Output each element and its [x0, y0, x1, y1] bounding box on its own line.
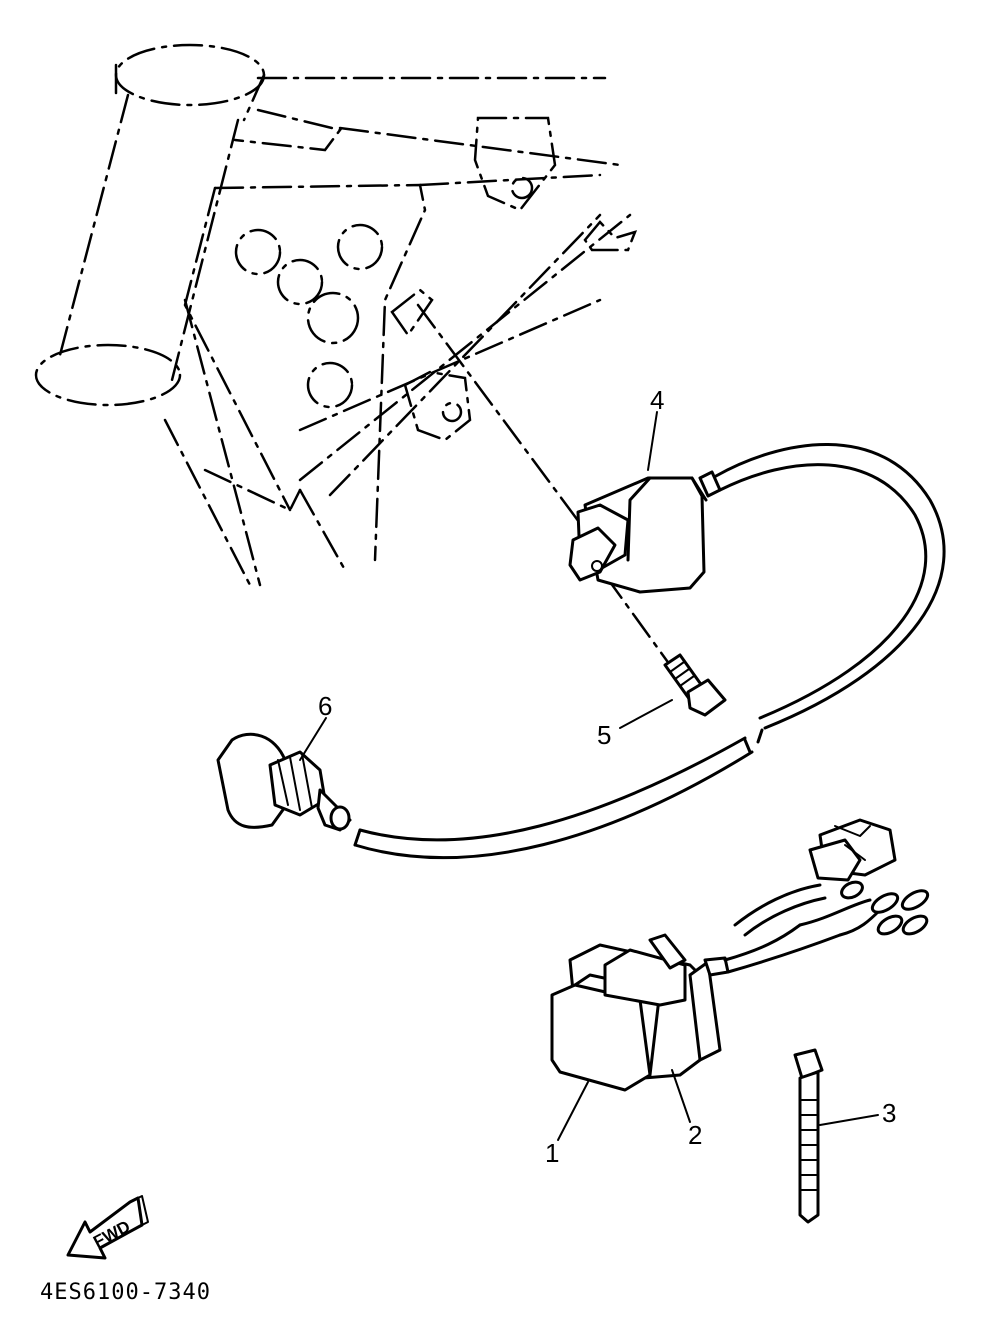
cable-tie [793, 1048, 824, 1224]
mount-leader-line [416, 303, 587, 532]
callout-2: 2 [688, 1120, 703, 1150]
frame-outline [34, 43, 638, 587]
callout-1: 1 [545, 1138, 560, 1168]
callout-6: 6 [318, 691, 333, 721]
high-tension-lead [353, 443, 946, 860]
fwd-arrow-icon: FWD [66, 1195, 149, 1260]
cdi-unit [550, 818, 930, 1092]
callout-3: 3 [882, 1098, 897, 1128]
coil-bolt [663, 653, 727, 717]
spark-plug-cap [216, 732, 352, 832]
callout-4: 4 [650, 385, 665, 415]
drawing-code: 4ES6100-7340 [40, 1280, 211, 1305]
ignition-coil [568, 470, 722, 594]
callout-5: 5 [597, 720, 612, 750]
callout-leaders [299, 411, 879, 1141]
